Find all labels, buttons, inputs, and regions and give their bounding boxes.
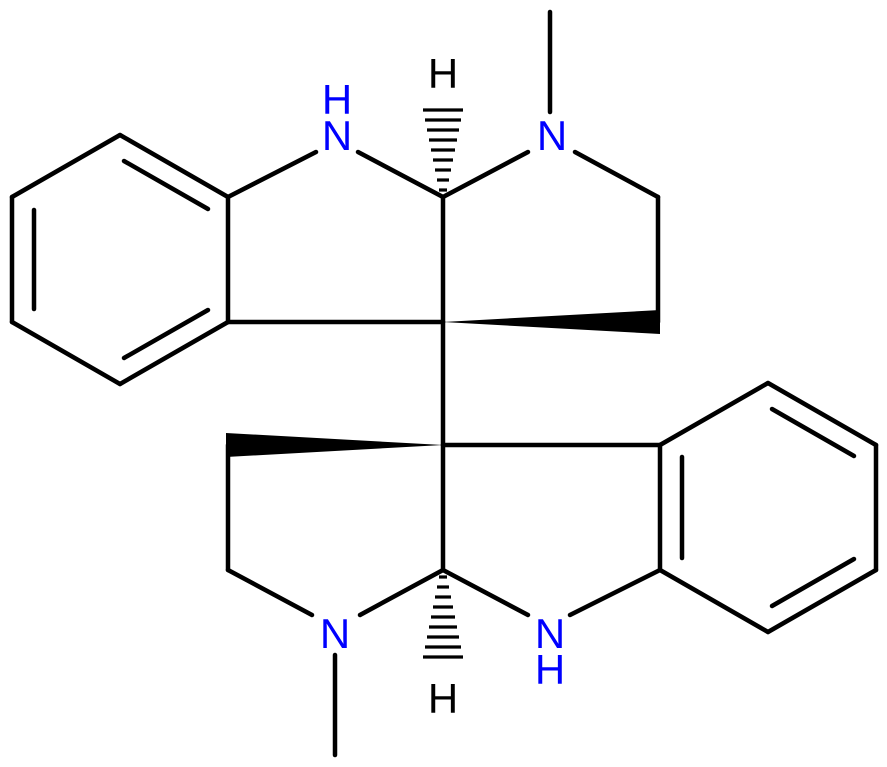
lower-nh-n-label: N <box>535 610 565 657</box>
lower-hashed-wedge <box>423 575 463 659</box>
upper-hashed-wedge <box>423 108 463 192</box>
upper-pyrrolidine-rings <box>225 9 661 334</box>
upper-nmethyl-n-label: N <box>537 112 567 159</box>
upper-nh-n-label: N <box>322 112 352 159</box>
lower-wedge-bond <box>226 433 443 457</box>
lower-nh-h-label: H <box>535 646 565 693</box>
lower-stereo-h-label: H <box>428 675 458 722</box>
lower-nmethyl-n-label: N <box>320 610 350 657</box>
lower-benzene-ring <box>657 380 879 635</box>
upper-benzene-ring <box>9 132 231 387</box>
lower-pyrrolidine-rings <box>225 433 663 758</box>
upper-stereo-h-label: H <box>428 50 458 97</box>
upper-nh-h-label: H <box>322 76 352 123</box>
upper-wedge-bond <box>443 310 660 334</box>
